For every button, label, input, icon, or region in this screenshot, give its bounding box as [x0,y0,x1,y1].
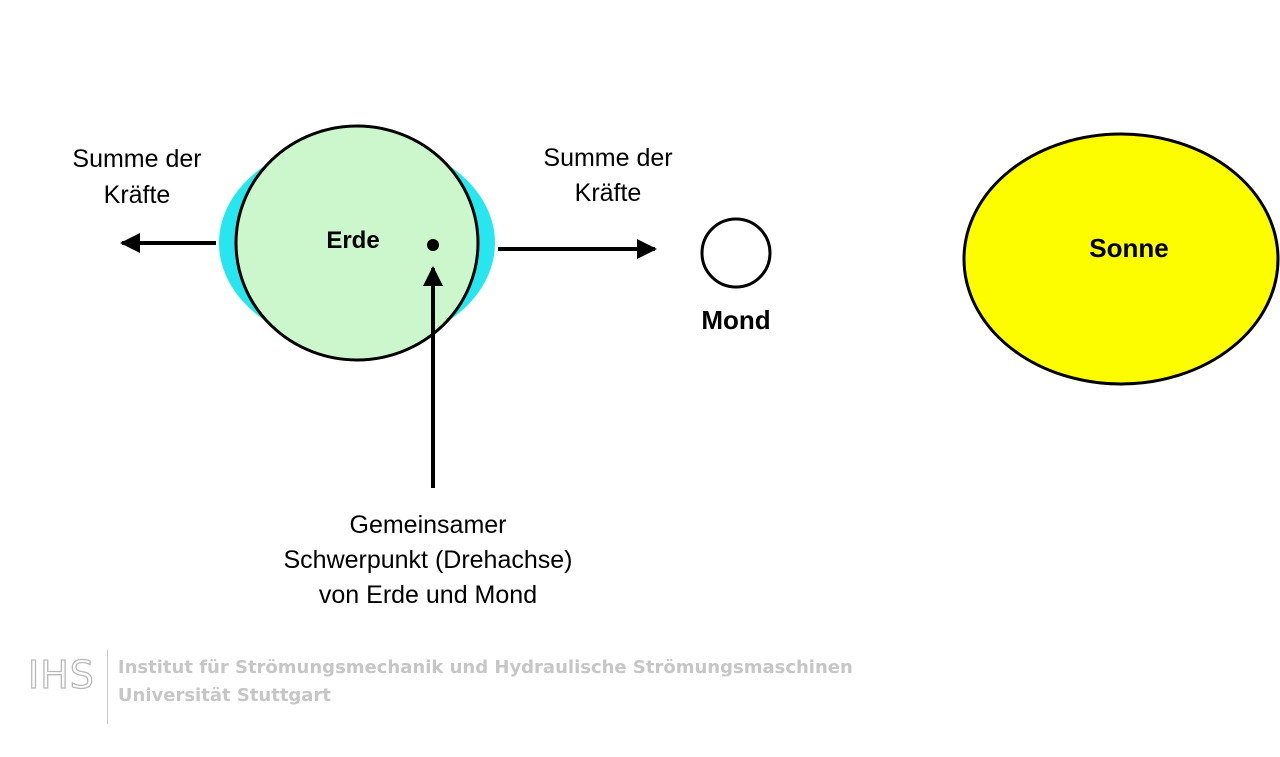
barycenter-label-line3: von Erde und Mond [319,581,537,609]
force-right-label-line1: Summe der [543,144,672,172]
institute-name: Institut für Strömungsmechanik und Hydra… [117,657,853,678]
institute-footer: IHS Institut für Strömungsmechanik und H… [27,650,853,726]
moon-circle [700,217,772,289]
barycenter-dot [427,239,439,251]
university-name: Universität Stuttgart [117,685,331,706]
earth-label: Erde [326,227,379,254]
barycenter-label-line2: Schwerpunkt (Drehachse) [283,546,572,574]
earth-circle [234,124,480,362]
sun-circle [962,132,1280,386]
force-right-label-line2: Kräfte [575,179,642,207]
force-left-label-line2: Kräfte [104,181,171,209]
moon-label: Mond [701,305,770,335]
ihs-logo: IHS [27,653,95,697]
footer-text: Institut für Strömungsmechanik und Hydra… [118,654,853,710]
footer-divider [106,650,108,724]
barycenter-label-line1: Gemeinsamer [350,511,507,539]
sun-label: Sonne [1089,233,1168,263]
force-left-label-line1: Summe der [72,145,201,173]
